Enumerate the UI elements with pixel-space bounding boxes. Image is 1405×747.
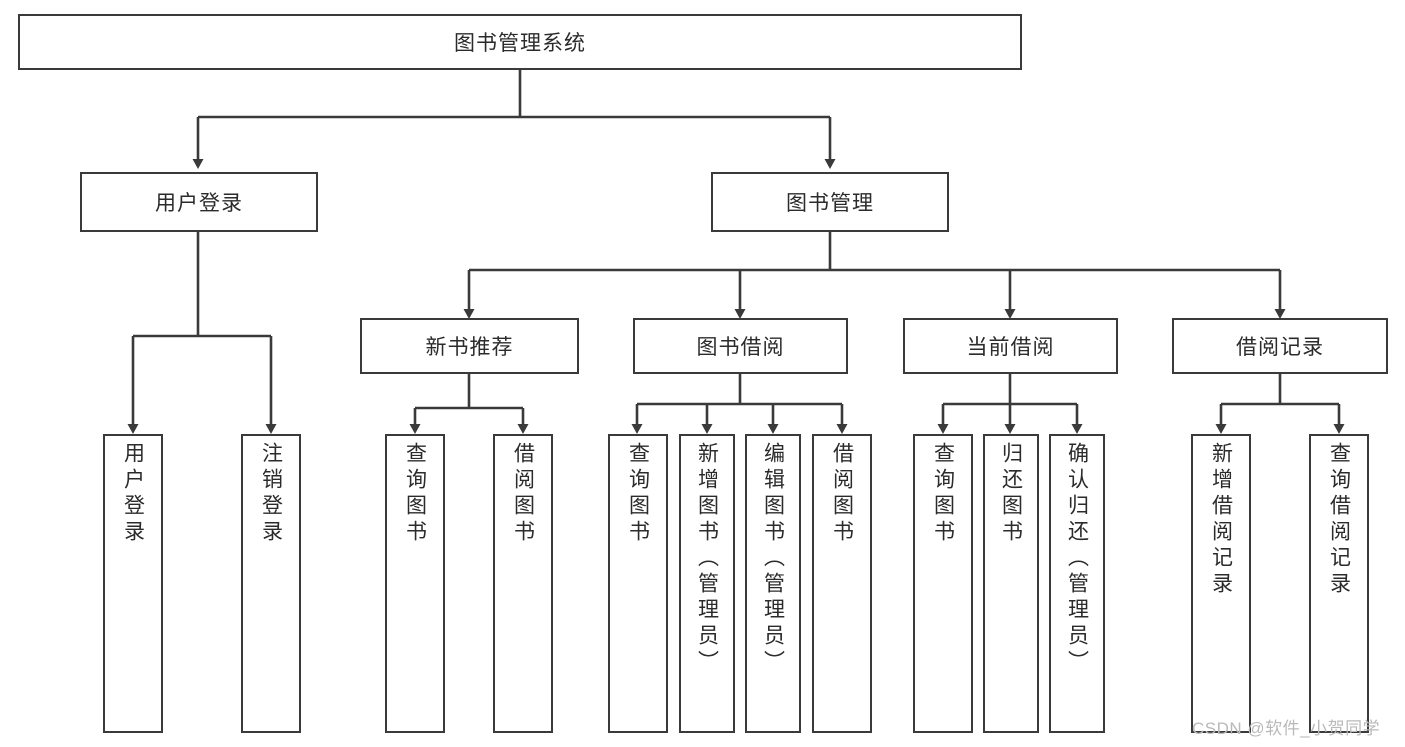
- leaf-user-login-login[interactable]: 用户登录: [103, 434, 163, 733]
- node-label: 新书推荐: [425, 336, 514, 359]
- node-label: 注销登录: [259, 442, 283, 546]
- node-label: 当前借阅: [966, 336, 1055, 359]
- leaf-borrow-record-add[interactable]: 新增借阅记录: [1191, 434, 1251, 733]
- node-label: 借阅图书: [511, 442, 535, 546]
- node-label: 确认归还（管理员）: [1065, 442, 1089, 676]
- leaf-new-book-query[interactable]: 查询图书: [385, 434, 445, 733]
- node-user-login[interactable]: 用户登录: [80, 172, 318, 232]
- leaf-current-borrow-confirm-return[interactable]: 确认归还（管理员）: [1049, 434, 1105, 733]
- node-book-management[interactable]: 图书管理: [711, 172, 949, 232]
- node-label: 借阅记录: [1236, 336, 1324, 359]
- node-label: 图书借阅: [696, 336, 785, 359]
- leaf-book-borrow-edit[interactable]: 编辑图书（管理员）: [745, 434, 801, 733]
- leaf-user-login-logout[interactable]: 注销登录: [241, 434, 301, 733]
- leaf-current-borrow-return[interactable]: 归还图书: [983, 434, 1039, 733]
- leaf-borrow-record-query[interactable]: 查询借阅记录: [1309, 434, 1369, 733]
- node-label: 查询图书: [403, 442, 427, 546]
- node-label: 查询图书: [626, 442, 650, 546]
- node-label: 新增图书（管理员）: [695, 442, 719, 676]
- node-label: 图书管理系统: [454, 32, 586, 55]
- leaf-book-borrow-add[interactable]: 新增图书（管理员）: [679, 434, 735, 733]
- leaf-current-borrow-query[interactable]: 查询图书: [913, 434, 973, 733]
- leaf-book-borrow-borrow[interactable]: 借阅图书: [812, 434, 872, 733]
- node-label: 用户登录: [121, 442, 145, 546]
- leaf-new-book-borrow[interactable]: 借阅图书: [493, 434, 553, 733]
- node-borrow-record[interactable]: 借阅记录: [1172, 318, 1388, 374]
- node-label: 用户登录: [155, 192, 243, 215]
- node-new-book-recommend[interactable]: 新书推荐: [360, 318, 579, 374]
- csdn-watermark: CSDN @软件_小贺同学: [1192, 719, 1381, 738]
- node-label: 归还图书: [999, 442, 1023, 546]
- node-label: 查询借阅记录: [1327, 442, 1351, 598]
- node-label: 编辑图书（管理员）: [761, 442, 785, 676]
- leaf-book-borrow-query[interactable]: 查询图书: [608, 434, 668, 733]
- node-book-borrow[interactable]: 图书借阅: [633, 318, 848, 374]
- node-label: 借阅图书: [830, 442, 854, 546]
- node-label: 新增借阅记录: [1209, 442, 1233, 598]
- node-root-book-management-system[interactable]: 图书管理系统: [18, 14, 1022, 70]
- node-current-borrow[interactable]: 当前借阅: [903, 318, 1118, 374]
- node-label: 图书管理: [786, 192, 874, 215]
- node-label: 查询图书: [931, 442, 955, 546]
